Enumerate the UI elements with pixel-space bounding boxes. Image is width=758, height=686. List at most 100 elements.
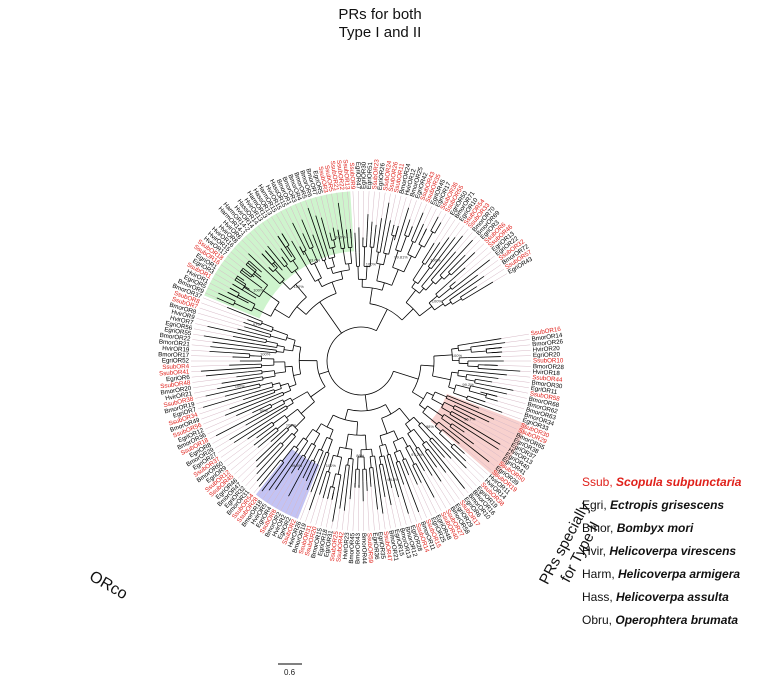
tip-branch: [215, 412, 261, 437]
legend-species: Scopula subpunctaria: [616, 475, 742, 489]
tip-label: BmorOR43: [354, 532, 361, 564]
tip-branch: [239, 271, 263, 289]
internal-branch: [376, 241, 379, 252]
tip-connector: [418, 511, 422, 520]
internal-branch: [365, 469, 368, 482]
internal-branch: [292, 260, 299, 269]
tip-label: EgriOR55: [164, 326, 192, 337]
tip-branch: [280, 248, 283, 251]
internal-branch: [304, 251, 312, 265]
bootstrap-label: 87%: [253, 322, 261, 327]
internal-branch: [331, 487, 335, 500]
tip-connector: [408, 513, 412, 524]
tip-branch: [460, 455, 467, 462]
tip-branch: [428, 235, 463, 279]
tip-branch: [447, 267, 466, 285]
tip-branch: [205, 371, 248, 377]
internal-branch: [264, 332, 271, 335]
tip-branch: [420, 223, 424, 231]
internal-branch: [338, 474, 342, 489]
tip-branch: [248, 253, 271, 275]
internal-branch: [412, 465, 421, 481]
internal-branch: [466, 399, 485, 407]
tip-connector: [466, 467, 481, 483]
tip-connector: [358, 485, 360, 531]
tip-connector: [513, 390, 528, 394]
internal-branch: [356, 421, 358, 436]
tip-connector: [408, 198, 412, 208]
tip-connector: [498, 449, 505, 454]
internal-branch: [274, 269, 285, 280]
internal-branch: [363, 246, 366, 267]
tip-branch: [305, 466, 313, 482]
tip-connector: [290, 480, 307, 516]
bootstrap-label: 100%: [326, 463, 337, 468]
internal-branch: [382, 464, 387, 482]
tip-label: SsubOR25: [329, 530, 340, 562]
tip-connector: [390, 504, 397, 528]
internal-branch: [261, 370, 275, 373]
internal-branch: [447, 395, 459, 401]
internal-branch: [462, 296, 469, 301]
tip-label: BmorOR28: [533, 363, 565, 371]
tip-label: BmorOR44: [360, 533, 367, 565]
internal-branch: [393, 430, 399, 440]
internal-branch: [404, 224, 409, 236]
internal-branch: [295, 284, 307, 298]
node-arc: [303, 437, 309, 442]
tip-branch: [210, 346, 260, 352]
tip-branch: [405, 479, 420, 513]
internal-branch: [395, 225, 399, 237]
highlight-type-ii: [430, 393, 528, 478]
node-arc: [314, 277, 322, 282]
tip-label: BmorOR20: [160, 385, 192, 397]
tip-connector: [431, 475, 451, 506]
internal-branch: [259, 382, 273, 386]
root-branch: [319, 301, 342, 334]
tip-branch: [429, 457, 438, 468]
internal-branch: [408, 226, 413, 237]
tip-connector: [473, 443, 499, 462]
internal-branch: [253, 307, 271, 317]
internal-branch: [442, 429, 457, 442]
tip-connector: [300, 202, 313, 235]
tip-label: SsubOR5: [323, 165, 335, 193]
internal-branch: [329, 234, 333, 241]
scale-bar-label: 0.6: [284, 668, 296, 677]
bootstrap-label: 100%: [430, 258, 441, 263]
node-arc: [290, 397, 294, 404]
internal-branch: [354, 469, 357, 488]
tip-branch: [236, 397, 278, 416]
tip-connector: [205, 292, 217, 299]
root-arc: [326, 326, 394, 396]
internal-branch: [374, 455, 377, 468]
tip-branch: [431, 242, 441, 255]
tip-label: SsubOR41: [159, 369, 190, 378]
internal-branch: [227, 291, 238, 298]
tip-connectors: [191, 191, 531, 531]
node-arc: [270, 403, 273, 408]
legend-code: Obru,: [582, 613, 616, 627]
bootstrap-label: 100%: [335, 235, 346, 240]
internal-branch: [421, 251, 430, 263]
internal-branch: [385, 444, 389, 455]
tip-label: EgriOR31: [323, 529, 335, 558]
internal-branch: [241, 269, 252, 278]
node-arc: [434, 421, 439, 427]
bootstrap-label: 88%: [426, 424, 434, 429]
tip-connector: [440, 213, 447, 223]
node-arc: [453, 384, 457, 394]
tip-connector: [271, 473, 292, 506]
tip-connector: [201, 302, 248, 320]
tip-connector: [347, 499, 351, 531]
node-arc: [335, 473, 341, 476]
tip-connector: [483, 264, 502, 277]
internal-branch: [263, 290, 280, 303]
internal-branch: [457, 343, 471, 346]
tip-label: BmorOR30: [531, 379, 563, 390]
tip-branch: [434, 237, 450, 258]
tip-branch: [416, 212, 424, 229]
internal-branch: [317, 279, 323, 287]
tip-branch: [253, 437, 265, 446]
clade-label-line-1: PRs for both: [338, 6, 422, 23]
